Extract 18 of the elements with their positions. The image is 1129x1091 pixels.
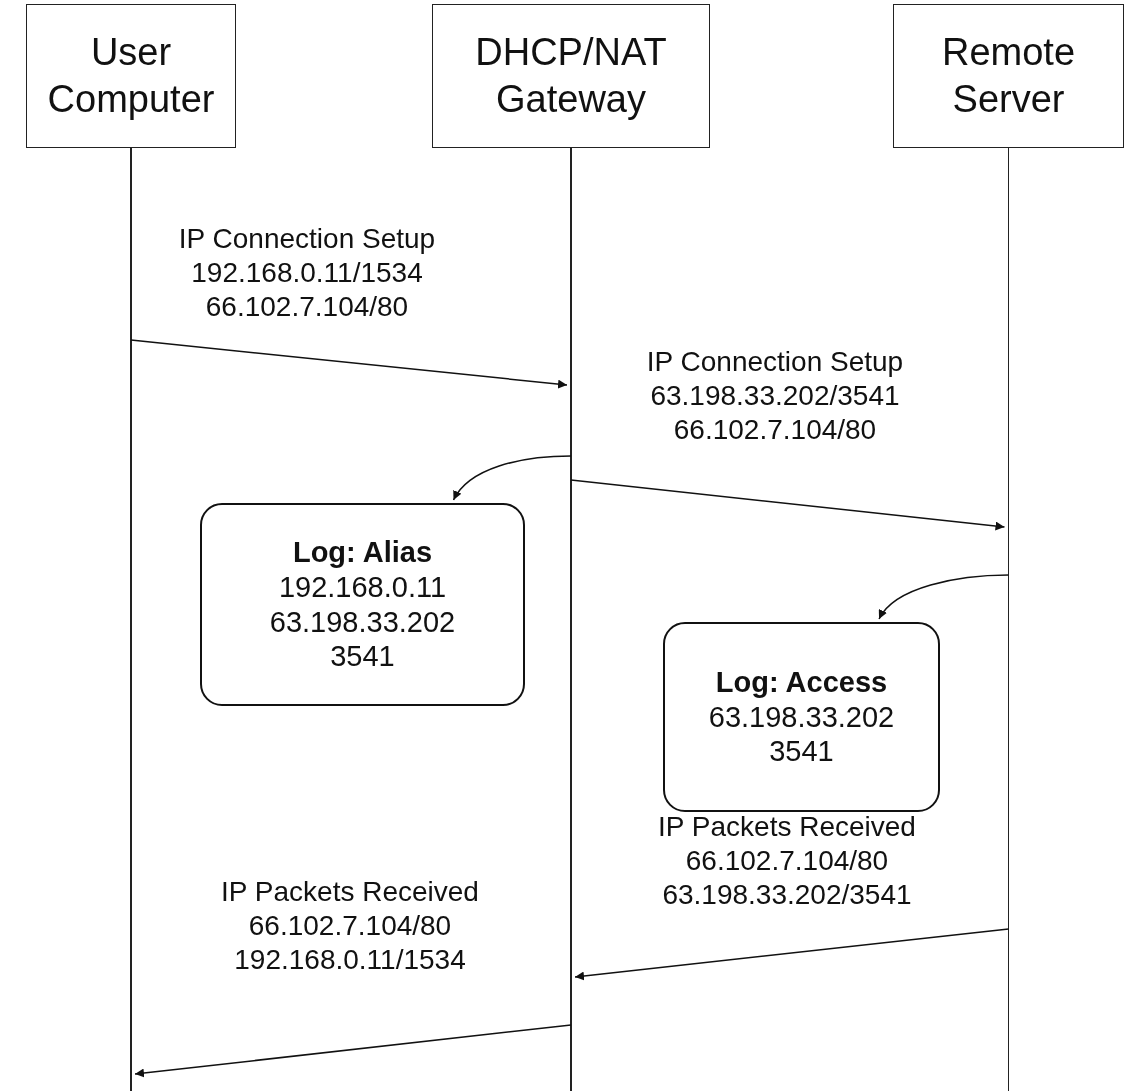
- log-entry: 3541: [769, 734, 834, 770]
- participant-name: User Computer: [46, 29, 216, 122]
- participant-name: Remote Server: [940, 29, 1077, 122]
- arrow: [134, 1024, 572, 1078]
- log-entry: 63.198.33.202: [708, 699, 895, 735]
- arrow: [452, 455, 572, 501]
- log-entry: 63.198.33.202: [269, 604, 456, 640]
- arrow: [878, 574, 1010, 620]
- log-entry: 192.168.0.11: [278, 569, 447, 605]
- arrow: [130, 339, 568, 389]
- arrow: [574, 928, 1010, 981]
- participant-name: DHCP/NAT Gateway: [474, 29, 668, 122]
- log-heading: Log: Alias: [292, 534, 433, 570]
- log-heading: Log: Access: [715, 664, 888, 700]
- log-box: [663, 622, 940, 812]
- log-box: [200, 503, 525, 706]
- arrow: [570, 479, 1006, 531]
- log-entry: 3541: [330, 639, 395, 675]
